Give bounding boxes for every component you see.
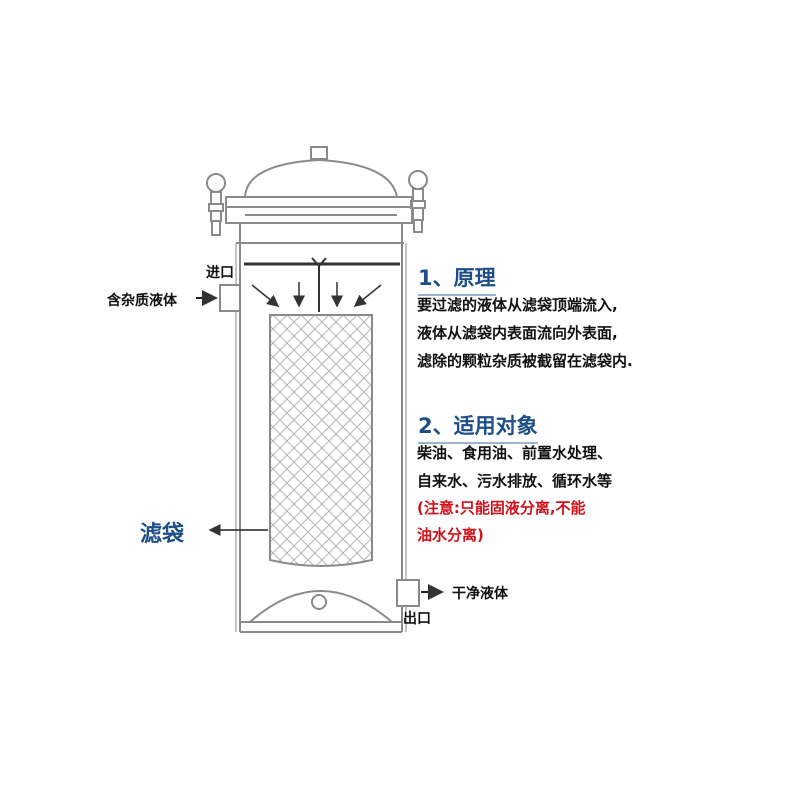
applications-heading: 2、适用对象 [418, 410, 538, 444]
filter-bag-label: 滤袋 [140, 522, 185, 547]
dome-lid [244, 158, 398, 198]
principle-line-3: 滤除的颗粒杂质被截留在滤袋内. [417, 352, 633, 370]
bottom-dish [249, 590, 393, 623]
note-line-2: 油水分离) [417, 526, 484, 544]
principle-line-2: 液体从滤袋内表面流向外表面, [417, 324, 618, 342]
top-knob [310, 146, 328, 160]
principle-heading: 1、原理 [418, 262, 496, 296]
flow-arrow-4 [353, 284, 382, 307]
outlet-label: 出口 [403, 611, 431, 627]
principle-line-1: 要过滤的液体从滤袋顶端流入, [417, 296, 618, 314]
upper-collar [239, 222, 403, 244]
inlet-label: 进口 [206, 265, 234, 281]
filter-bag-mesh [269, 314, 373, 567]
inlet-fluid-label: 含杂质液体 [107, 293, 177, 309]
outlet-nozzle [396, 579, 420, 607]
right-eye-bolt [408, 170, 428, 233]
applications-line-2: 自来水、污水排放、循环水等 [417, 472, 613, 490]
applications-line-1: 柴油、食用油、前置水处理、 [417, 444, 613, 462]
lid-flange-top [225, 196, 413, 208]
inlet-nozzle [219, 284, 241, 312]
drain-port [311, 594, 327, 610]
flow-arrow-1 [251, 284, 280, 307]
note-line-1: (注意:只能固液分离,不能 [417, 499, 586, 517]
left-eye-bolt [206, 173, 226, 236]
outlet-fluid-label: 干净液体 [452, 586, 508, 602]
